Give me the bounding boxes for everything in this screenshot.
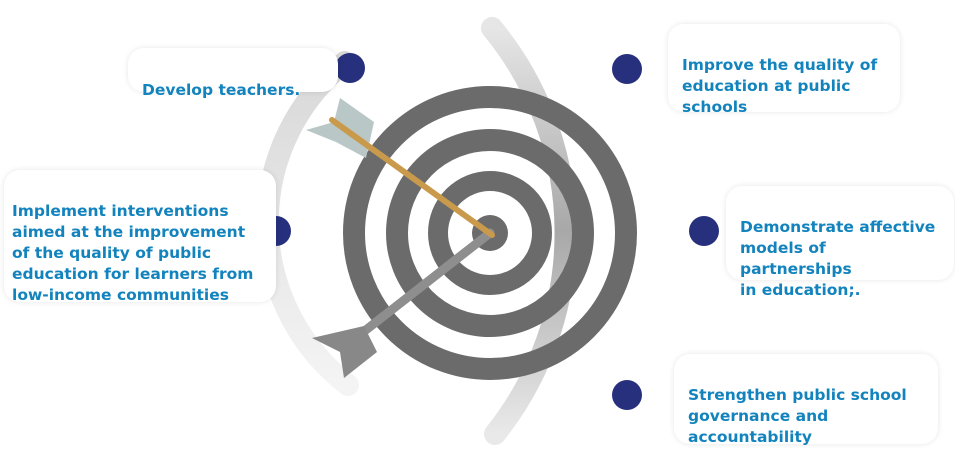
goal-dot-demonstrate-models — [689, 216, 719, 246]
goal-dot-develop-teachers — [335, 53, 365, 83]
lower-arrow-fletching — [312, 326, 377, 378]
lower-arrow — [312, 228, 495, 378]
upper-arrow-shaft — [329, 117, 495, 238]
outer-ring-right-arc — [481, 17, 577, 445]
goal-card-develop-teachers: Develop teachers. — [128, 48, 338, 99]
goal-card-improve-quality: Improve the quality of education at publ… — [668, 24, 900, 116]
lower-arrow-shaft — [357, 228, 495, 338]
target-ring-outer — [343, 86, 637, 380]
target-ring-inner — [428, 171, 552, 295]
goal-card-demonstrate-models: Demonstrate affective models of partners… — [726, 186, 954, 299]
upper-arrow — [306, 98, 495, 238]
goal-text: Improve the quality of education at publ… — [682, 56, 878, 116]
goal-text: Implement interventions aimed at the imp… — [12, 202, 254, 304]
goal-card-strengthen-governance: Strengthen public school governance and … — [674, 354, 938, 446]
goal-text: Develop teachers. — [142, 81, 301, 99]
goal-card-implement-interventions: Implement interventions aimed at the imp… — [4, 170, 276, 304]
target — [343, 86, 637, 380]
goal-dot-improve-quality — [612, 54, 642, 84]
goal-text: Demonstrate affective models of partners… — [740, 218, 936, 299]
goal-text: Strengthen public school governance and … — [688, 386, 907, 446]
goal-dot-strengthen-governance — [612, 380, 642, 410]
target-ring-middle — [386, 129, 594, 337]
